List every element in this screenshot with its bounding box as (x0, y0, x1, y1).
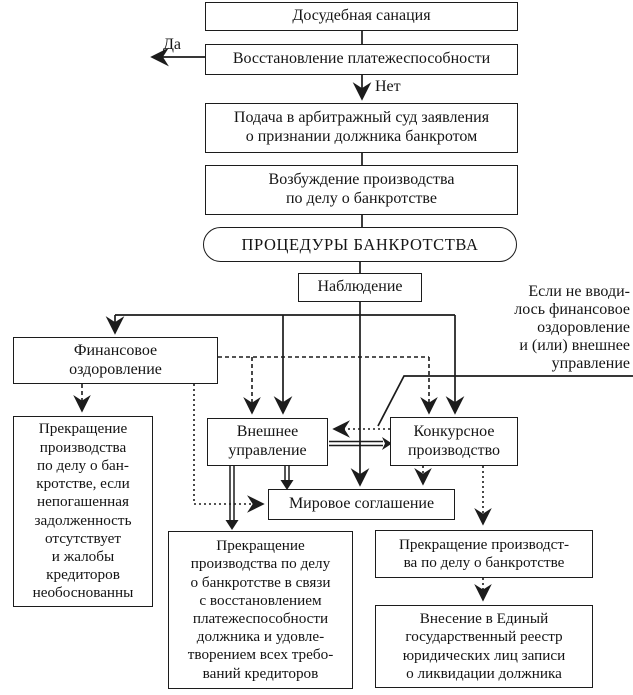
node-solvency-restoration: Восстановление платежеспособности (205, 44, 518, 75)
node-amicable-settlement: Мировое соглашение (268, 489, 455, 520)
double-line-connectors (225, 437, 392, 530)
node-termination-simple: Прекращение производст- ва по делу о бан… (375, 530, 593, 578)
label-yes: Да (163, 36, 182, 53)
node-registry-entry: Внесение в Единый государственный реестр… (375, 605, 593, 688)
label-no: Нет (375, 78, 401, 95)
node-termination-restored: Прекращение производства по делу о банкр… (168, 531, 353, 689)
node-financial-rehabilitation: Финансовое оздоровление (13, 337, 218, 384)
node-liquidation-proceedings: Конкурсное производство (390, 417, 518, 466)
node-bankruptcy-procedures: ПРОЦЕДУРЫ БАНКРОТСТВА (203, 227, 517, 262)
node-external-management: Внешнее управление (207, 418, 328, 466)
node-case-initiation: Возбуждение производства по делу о банкр… (205, 165, 518, 215)
dashed-connectors (73, 356, 438, 415)
solid-arrow-connectors (105, 47, 465, 487)
node-court-filing: Подача в арбитражный суд заявления о при… (205, 103, 518, 153)
node-pre-trial-sanation: Досудебная санация (205, 2, 518, 31)
dotted-connectors (193, 384, 492, 602)
node-observation: Наблюдение (298, 273, 422, 302)
node-termination-unfounded: Прекращение производства по делу о бан- … (13, 416, 153, 607)
label-condition-note: Если не вводи- лось финансовое оздоровле… (514, 283, 630, 373)
solid-connectors (115, 31, 633, 427)
